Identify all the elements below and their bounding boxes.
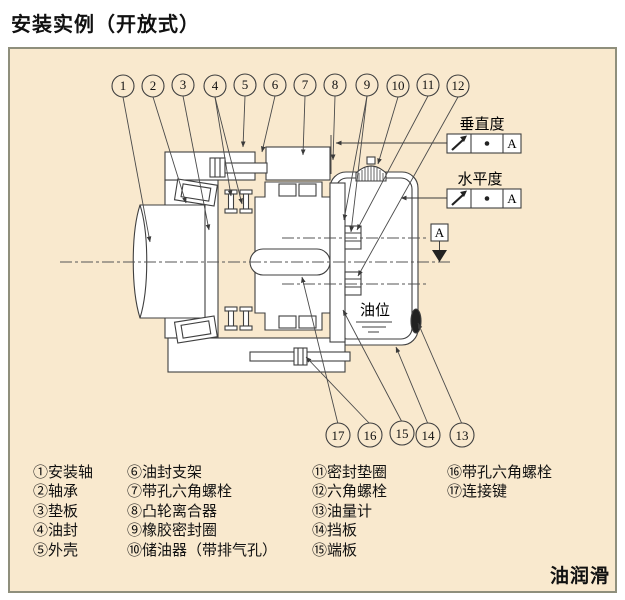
legend-item: ⑯带孔六角螺栓 — [447, 465, 553, 481]
legend-item: ⑭挡板 — [312, 523, 358, 540]
vent-nub — [366, 156, 376, 165]
centerlines — [60, 237, 452, 285]
legend-column-3: ⑪密封垫圈 ⑫六角螺栓 ⑬油量计 ⑭挡板 ⑮端板 — [312, 464, 387, 561]
legend-item: ⑥油封支架 — [127, 465, 203, 481]
verticality-datum: A — [507, 136, 517, 151]
housing-top-block — [265, 146, 331, 181]
tolerance-symbol-icon — [451, 193, 465, 206]
legend-item: ⑩储油器（带排气孔） — [127, 542, 278, 559]
legend-item: ⑤外壳 — [33, 542, 79, 559]
verticality-frame: 垂直度 A — [330, 116, 522, 174]
datum-triangle — [432, 250, 447, 262]
callout-2: 2 — [150, 78, 157, 93]
datum-a-letter: A — [435, 225, 445, 240]
bottom-bolt-head — [293, 347, 308, 366]
oil-level: 油位 — [356, 302, 392, 333]
legend-item: ⑬油量计 — [312, 503, 373, 520]
legend-column-2: ⑥油封支架 ⑦带孔六角螺栓 ⑧凸轮离合器 ⑨橡胶密封圈 ⑩储油器（带排气孔） — [127, 464, 277, 561]
legend-column-1: ①安装轴 ②轴承 ③垫板 ④油封 ⑤外壳 — [33, 464, 93, 561]
top-bolt-head — [209, 157, 226, 178]
leader-lines — [122, 95, 463, 425]
callout-7: 7 — [302, 77, 309, 92]
callout-numbers-bottom: 17 16 15 14 13 — [332, 426, 469, 443]
callout-13: 13 — [456, 428, 469, 443]
callout-16: 16 — [364, 428, 378, 443]
levelness-datum: A — [507, 191, 517, 206]
legend-item: ②轴承 — [33, 484, 79, 501]
legend-item: ⑮端板 — [312, 542, 358, 559]
levelness-label: 水平度 — [457, 171, 502, 188]
shaft-break-line — [139, 204, 148, 319]
legend-column-4: ⑯带孔六角螺栓 ⑰连接键 — [447, 464, 552, 503]
oil-seal-bottom — [224, 306, 253, 331]
lubrication-type-label: 油润滑 — [549, 566, 610, 587]
tolerance-dot-icon — [484, 196, 490, 201]
legend-item: ③垫板 — [33, 503, 79, 520]
legend-item: ①安装轴 — [33, 465, 94, 481]
oil-level-icon — [356, 321, 392, 333]
legend-item: ⑧凸轮离合器 — [127, 503, 218, 520]
housing-parts — [132, 146, 422, 373]
datum-a: A — [430, 223, 449, 262]
callout-1: 1 — [120, 78, 127, 93]
verticality-label: 垂直度 — [459, 116, 504, 133]
levelness-frame: 水平度 A — [400, 171, 522, 209]
legend-item: ⑦带孔六角螺栓 — [127, 484, 233, 501]
callout-14: 14 — [422, 428, 436, 443]
callout-11: 11 — [422, 77, 435, 92]
tolerance-dot-icon — [484, 141, 490, 146]
callout-8: 8 — [332, 77, 339, 92]
callout-numbers-top: 1 2 3 4 5 6 7 8 9 10 11 12 — [120, 77, 465, 93]
oil-level-label: 油位 — [360, 302, 390, 319]
callout-12: 12 — [452, 78, 465, 93]
legend-item: ⑫六角螺栓 — [312, 484, 388, 501]
callout-10: 10 — [392, 78, 405, 93]
callout-9: 9 — [364, 77, 371, 92]
oil-gauge — [410, 308, 422, 334]
legend-item: ⑪密封垫圈 — [312, 465, 388, 481]
callout-4: 4 — [212, 78, 219, 93]
hex-bolts — [344, 225, 362, 296]
callout-17: 17 — [332, 428, 346, 443]
callout-15: 15 — [396, 426, 409, 441]
bearing-bottom — [173, 315, 218, 344]
end-plate — [329, 182, 346, 343]
callout-3: 3 — [180, 77, 187, 92]
page-title: 安装实例（开放式） — [11, 14, 200, 36]
callout-balloons-top — [111, 73, 470, 98]
callout-6: 6 — [272, 77, 279, 92]
tolerance-symbol-icon — [451, 138, 465, 151]
callout-balloons-bottom — [325, 420, 475, 448]
top-bolt-shank — [224, 162, 268, 174]
callout-5: 5 — [242, 77, 249, 92]
legend-item: ⑨橡胶密封圈 — [127, 523, 218, 540]
oil-seal-top — [224, 189, 253, 214]
legend-item: ④油封 — [33, 523, 79, 540]
legend-item: ⑰连接键 — [447, 484, 508, 501]
